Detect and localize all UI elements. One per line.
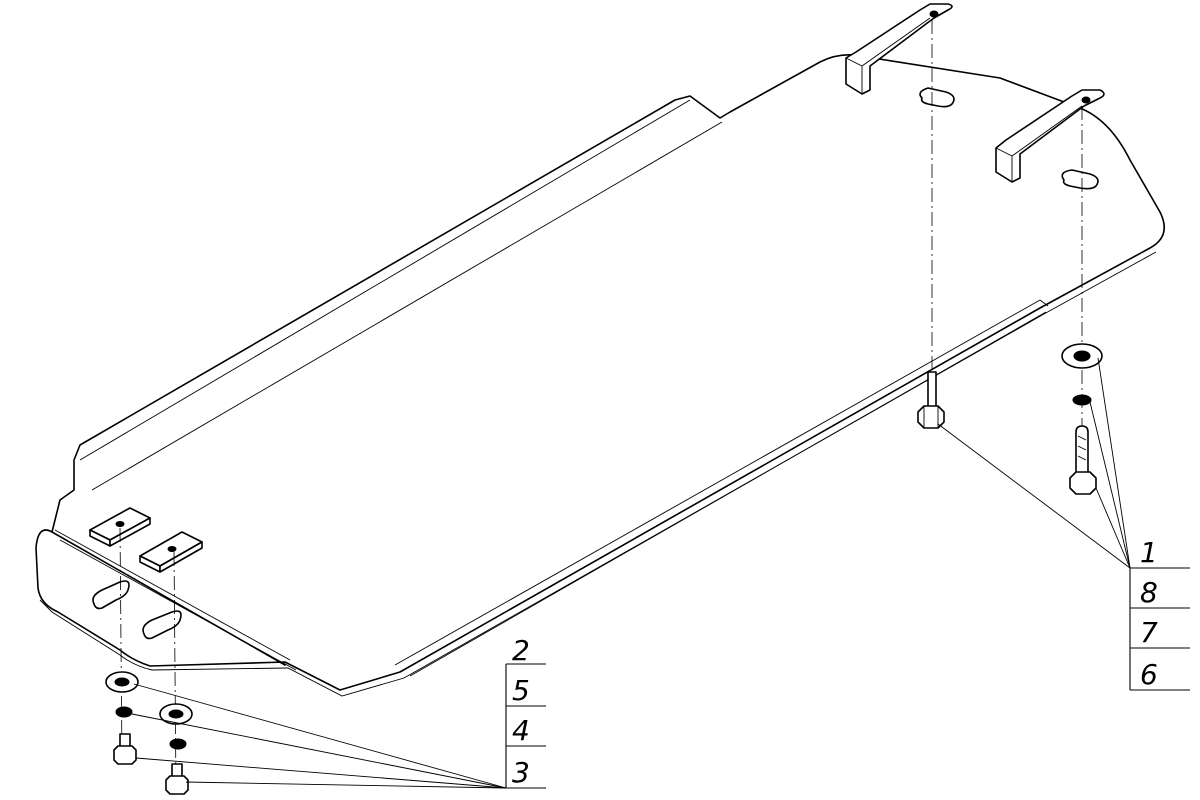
callout-7: 7 [1140,616,1158,649]
rear-bracket-right [995,89,1105,183]
rear-slot-right [1061,169,1099,190]
front-spring-washer-left [115,706,133,718]
callout-3: 3 [512,756,530,789]
front-slot-right [142,610,182,640]
rear-bracket-left [845,3,953,95]
front-bolt-right [165,763,189,795]
front-bolt-left [113,733,137,765]
front-washer-left [105,671,139,693]
callout-8: 8 [1140,576,1158,609]
rear-spring-washer [1072,394,1092,406]
callout-4: 4 [512,714,530,747]
callout-block-right [937,357,1190,691]
rear-slot-left [919,87,955,108]
callout-block-left [131,663,546,789]
callout-2: 2 [512,634,530,667]
front-washer-right [159,703,193,725]
callout-5: 5 [512,674,530,707]
front-slot-left [92,580,130,610]
skid-plate [35,54,1166,697]
rear-bolt [1069,425,1097,495]
front-spacer-right [139,531,203,573]
axis-front-right [173,551,177,791]
front-spring-washer-right [169,738,187,750]
rear-bolt-installed [917,371,945,429]
rear-washer [1061,343,1103,369]
callout-1: 1 [1140,536,1158,569]
axis-front-left [119,527,123,761]
callout-6: 6 [1140,658,1158,691]
